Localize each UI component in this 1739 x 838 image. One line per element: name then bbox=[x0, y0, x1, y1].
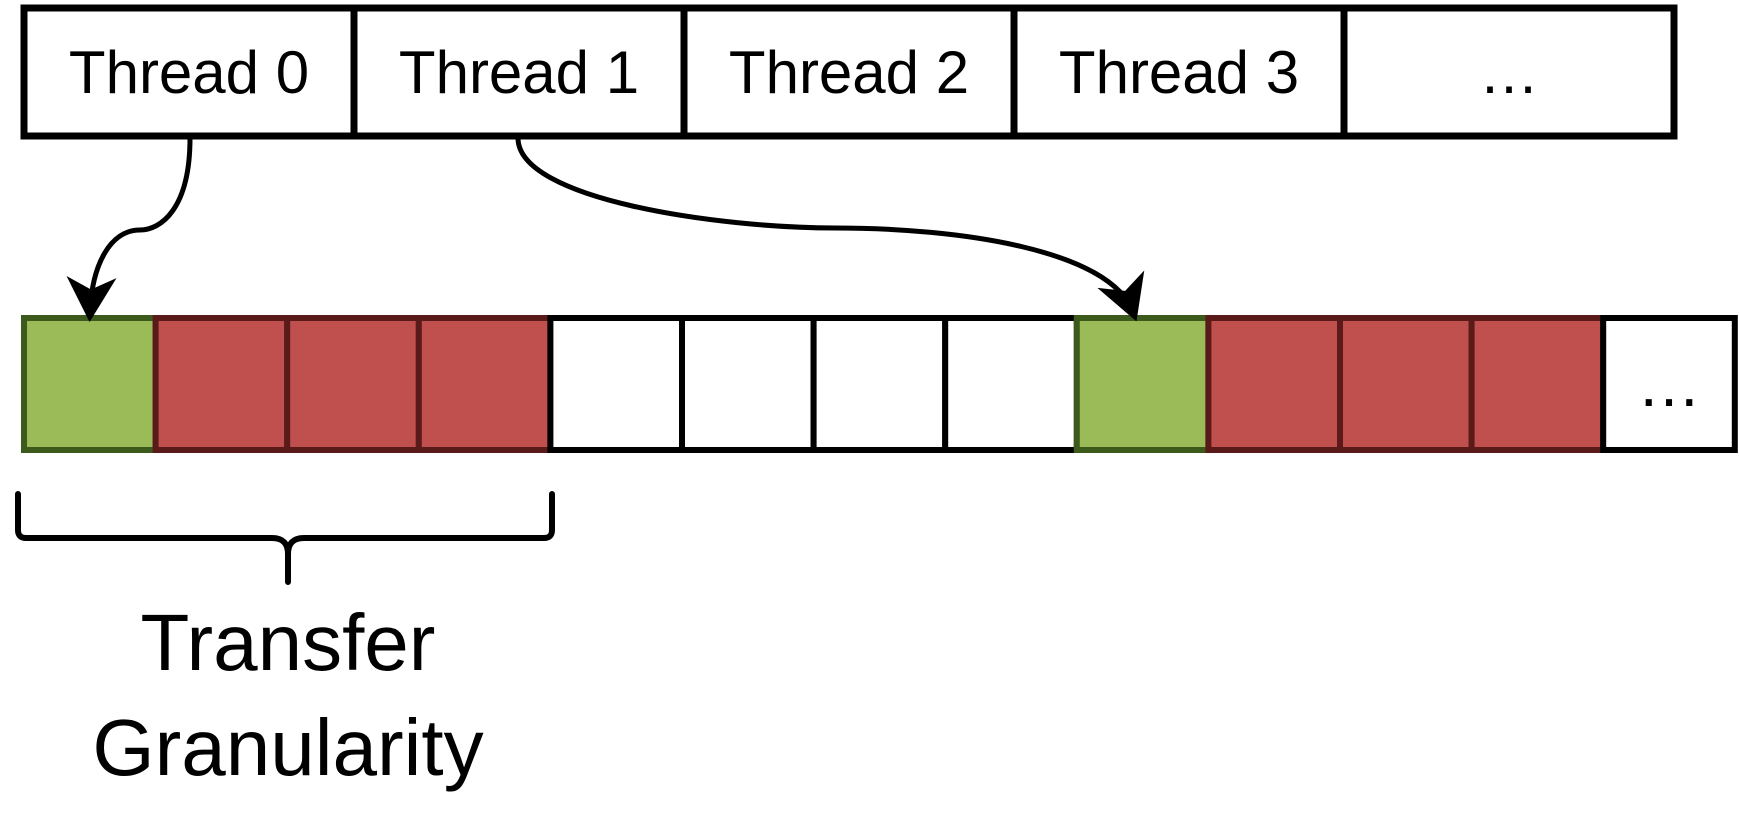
thread-label-2: Thread 2 bbox=[729, 39, 969, 106]
thread-label-3: Thread 3 bbox=[1059, 39, 1299, 106]
thread-label-1: Thread 1 bbox=[399, 39, 639, 106]
memory-row: … bbox=[21, 315, 1738, 453]
thread-box-1 bbox=[350, 4, 688, 140]
memory-cell-9-transferred bbox=[1205, 315, 1344, 453]
memory-cell-0-accessed bbox=[21, 315, 159, 453]
memory-cell-12-label: … bbox=[1637, 348, 1701, 420]
thread-label-0: Thread 0 bbox=[69, 39, 309, 106]
arrow-layer bbox=[66, 137, 1145, 322]
arrow-thread-0-to-cell-0 bbox=[66, 137, 193, 322]
memory-cell-5-empty bbox=[679, 315, 817, 453]
memory-cell-6-empty bbox=[810, 315, 949, 453]
arrow-thread-1-to-cell-8 bbox=[515, 137, 1145, 322]
bracket-label-line2: Granularity bbox=[92, 703, 483, 792]
memory-cell-11-transferred bbox=[1468, 315, 1607, 453]
bracket-label-line1: Transfer bbox=[141, 598, 436, 687]
memory-cell-2-transferred bbox=[284, 315, 422, 453]
memory-cell-1-transferred bbox=[152, 315, 291, 453]
thread-label-4: … bbox=[1479, 39, 1539, 106]
transfer-granularity-bracket: Transfer Granularity bbox=[15, 491, 555, 792]
memory-cell-3-transferred bbox=[415, 315, 554, 453]
memory-cell-12-ellipsis bbox=[1600, 315, 1738, 453]
memory-cell-10-transferred bbox=[1337, 315, 1475, 453]
thread-row: Thread 0 Thread 1 Thread 2 Thread 3 … bbox=[20, 4, 1678, 140]
memory-cell-4-empty bbox=[547, 315, 686, 453]
memory-cell-7-empty bbox=[942, 315, 1080, 453]
thread-box-4 bbox=[1340, 4, 1678, 140]
thread-box-2 bbox=[680, 4, 1018, 140]
thread-box-0 bbox=[20, 4, 358, 140]
memory-cell-8-accessed bbox=[1073, 315, 1212, 453]
bracket-shape bbox=[15, 491, 555, 585]
